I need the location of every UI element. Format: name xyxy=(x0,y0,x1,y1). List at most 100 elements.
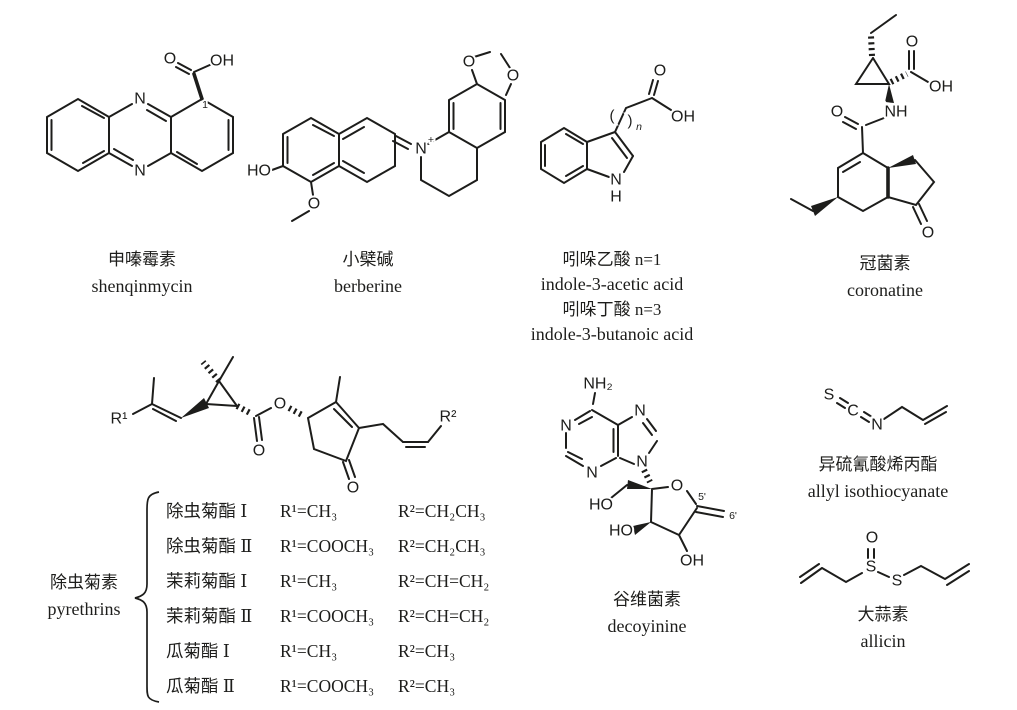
berberine-structure: HO O N + O O xyxy=(245,51,521,222)
acid-o-label: O xyxy=(906,34,918,51)
allyl-isothiocyanate-name-zh: 异硫氰酸烯丙酯 xyxy=(818,455,938,474)
table-row-r1: R¹=COOCH₃ xyxy=(280,676,375,696)
allicin-name-zh: 大蒜素 xyxy=(857,605,909,624)
berberine-name-en: berberine xyxy=(334,276,402,296)
table-row-name: 除虫菊酯 Ⅰ xyxy=(166,501,248,521)
indole-acetic-name-zh: 吲哚乙酸 n=1 xyxy=(562,250,662,269)
sulfur-2-label: S xyxy=(892,573,903,590)
oh-4prime-label: OH xyxy=(680,553,704,570)
hydroxyl-label: OH xyxy=(671,109,695,126)
table-row-r1: R¹=COOCH₃ xyxy=(280,536,375,556)
purine-n3-label: N xyxy=(586,465,598,482)
allicin-name-en: allicin xyxy=(860,631,906,651)
pyrethrins-brace xyxy=(134,491,160,703)
pyrethrins-table: 除虫菊酯 Ⅰ R¹=CH₃ R²=CH₂CH₃ 除虫菊酯 Ⅱ R¹=COOCH₃… xyxy=(166,494,530,704)
dioxole-o-right-label: O xyxy=(507,68,519,85)
position-1-label: 1 xyxy=(202,99,208,111)
allicin-structure: O S S xyxy=(799,528,970,592)
table-row-name: 茉莉菊酯 Ⅰ xyxy=(166,571,248,591)
carbonyl-o-label: O xyxy=(164,51,176,68)
allicin-caption: 大蒜素 allicin xyxy=(783,602,983,654)
amide-nh-label: NH xyxy=(884,104,907,121)
carbon-label: C xyxy=(847,403,859,420)
amino-nh2-label: NH₂ xyxy=(583,376,612,393)
amide-o-label: O xyxy=(831,104,843,121)
purine-n7-label: N xyxy=(634,403,646,420)
quaternary-n-label: N xyxy=(415,141,427,158)
coronatine-name-en: coronatine xyxy=(847,280,923,300)
table-row-r2: R²=CH₃ xyxy=(398,641,456,661)
methoxy-o-label: O xyxy=(308,196,320,213)
pyrethrins-group-en: pyrethrins xyxy=(47,599,121,619)
indole-auxins-caption: 吲哚乙酸 n=1 indole-3-acetic acid 吲哚丁酸 n=3 i… xyxy=(499,247,725,347)
indole-auxin-structure: N H O OH ( ) n xyxy=(540,61,697,208)
dioxole-o-left-label: O xyxy=(463,54,475,71)
decoyinine-structure: NH₂ N N N N O 5' 6' OH HO HO xyxy=(558,374,739,572)
ester-carbonyl-o-label: O xyxy=(253,443,265,460)
hydroxy-label: HO xyxy=(247,163,271,180)
coronatine-structure: O OH NH O O xyxy=(790,14,955,244)
purine-n1-label: N xyxy=(560,418,572,435)
table-row-r2: R²=CH=CH₂ xyxy=(398,571,490,591)
decoyinine-caption: 谷维菌素 decoyinine xyxy=(547,587,747,639)
position-5prime-label: 5' xyxy=(698,491,706,503)
paren-right-label: ) xyxy=(628,113,633,130)
acid-oh-label: OH xyxy=(929,79,953,96)
table-row-name: 除虫菊酯 Ⅱ xyxy=(166,536,253,556)
indole-n-label: N xyxy=(610,172,622,189)
pyrethrin-core-structure: R¹ O O O R² xyxy=(109,356,459,499)
carbonyl-o-label: O xyxy=(654,63,666,80)
ketone-o-label: O xyxy=(347,480,359,497)
shenqinmycin-name-en: shenqinmycin xyxy=(91,276,193,296)
table-row-r2: R²=CH₃ xyxy=(398,676,456,696)
r2-substituent-label: R² xyxy=(440,409,458,426)
ho-arm-label: HO xyxy=(589,497,613,514)
pyrethrins-group-label: 除虫菊素 pyrethrins xyxy=(20,570,148,622)
table-row-r2: R²=CH₂CH₃ xyxy=(398,536,486,556)
indole-butanoic-name-en: indole-3-butanoic acid xyxy=(530,324,694,344)
coronatine-caption: 冠菌素 coronatine xyxy=(785,251,985,303)
ho-3prime-label: HO xyxy=(609,523,633,540)
paren-n-subscript-label: n xyxy=(636,121,642,133)
pyrethrins-group-zh: 除虫菊素 xyxy=(50,573,118,592)
table-row-r2: R²=CH=CH₂ xyxy=(398,606,490,626)
position-6prime-label: 6' xyxy=(729,510,737,522)
decoyinine-name-zh: 谷维菌素 xyxy=(613,590,681,609)
paren-left-label: ( xyxy=(610,108,615,125)
allyl-isothiocyanate-structure: S C N xyxy=(822,385,948,436)
table-row-r1: R¹=CH₃ xyxy=(280,641,338,661)
shenqinmycin-caption: 申嗪霉素 shenqinmycin xyxy=(42,247,242,299)
furanose-o-label: O xyxy=(671,478,683,495)
table-row-name: 瓜菊酯 Ⅱ xyxy=(166,676,235,696)
nitrogen-label: N xyxy=(871,417,883,434)
table-row-r2: R²=CH₂CH₃ xyxy=(398,501,486,521)
hydroxyl-label: OH xyxy=(210,53,234,70)
indole-nh-h-label: H xyxy=(610,189,622,206)
n-plus-charge-label: + xyxy=(428,134,434,146)
purine-n9-label: N xyxy=(636,454,648,471)
table-row-name: 瓜菊酯 Ⅰ xyxy=(166,641,230,661)
indole-acetic-name-en: indole-3-acetic acid xyxy=(540,274,684,294)
ketone-o-label: O xyxy=(922,225,934,242)
table-row-name: 茉莉菊酯 Ⅱ xyxy=(166,606,253,626)
sulfoxide-o-label: O xyxy=(866,530,878,547)
indole-butanoic-name-zh: 吲哚丁酸 n=3 xyxy=(562,300,662,319)
r1-substituent-label: R¹ xyxy=(111,411,128,428)
sulfur-1-label: S xyxy=(866,559,877,576)
berberine-caption: 小檗碱 berberine xyxy=(268,247,468,299)
table-row-r1: R¹=CH₃ xyxy=(280,571,338,591)
shenqinmycin-structure: O OH N N 1 xyxy=(46,49,236,182)
sulfur-label: S xyxy=(824,387,835,404)
nitrogen-bottom-label: N xyxy=(134,163,146,180)
decoyinine-name-en: decoyinine xyxy=(607,616,687,636)
coronatine-name-zh: 冠菌素 xyxy=(859,254,911,273)
nitrogen-top-label: N xyxy=(134,91,146,108)
allyl-isothiocyanate-name-en: allyl isothiocyanate xyxy=(807,481,949,501)
shenqinmycin-name-zh: 申嗪霉素 xyxy=(108,250,176,269)
allyl-isothiocyanate-caption: 异硫氰酸烯丙酯 allyl isothiocyanate xyxy=(778,452,978,504)
table-row-r1: R¹=COOCH₃ xyxy=(280,606,375,626)
berberine-name-zh: 小檗碱 xyxy=(342,250,394,269)
table-row-r1: R¹=CH₃ xyxy=(280,501,338,521)
